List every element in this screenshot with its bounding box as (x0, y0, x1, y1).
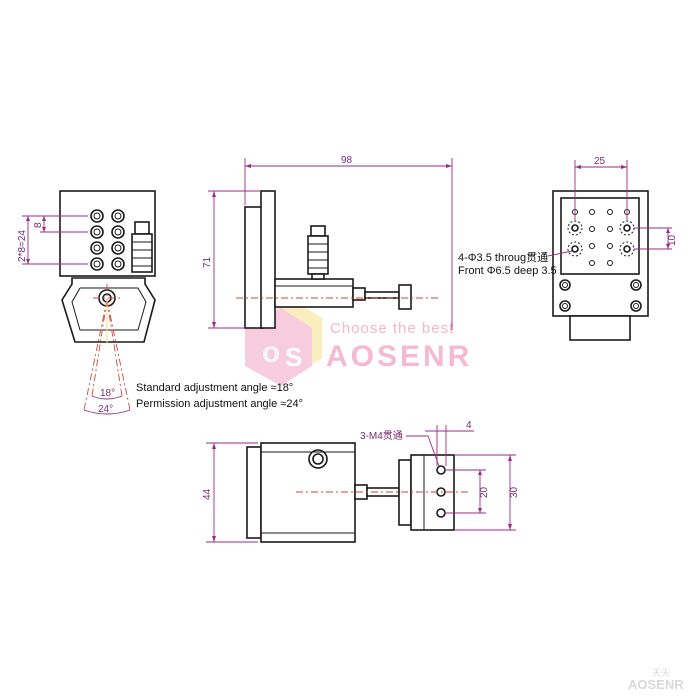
front-pitch-label: 8 (33, 222, 44, 228)
angle-standard-label: 18° (100, 388, 115, 399)
front-span-label: 2*8=24 (17, 230, 28, 262)
svg-text:S: S (285, 342, 302, 372)
hole-note-line1: 4-Φ3.5 throug贯通 (458, 251, 548, 264)
adjustment-angle-rays (83, 299, 131, 415)
side-height-label: 71 (202, 256, 213, 268)
right-mount-holes (559, 279, 642, 312)
permission-angle-note: Permission adjustment angle ≈24° (136, 398, 303, 410)
svg-text:o: o (262, 336, 280, 369)
watermark-brand: AOSENR (326, 340, 472, 373)
front-view: 18° 24° 8 2*8=24 (17, 190, 156, 415)
side-width-label: 98 (341, 155, 353, 166)
bottom-pitch-label: 20 (479, 486, 490, 498)
standard-angle-note: Standard adjustment angle ≈18° (136, 382, 293, 394)
hole-note-line2: Front Φ6.5 deep 3.5 (458, 265, 557, 277)
angle-permission-label: 24° (98, 404, 113, 415)
bottom-offset-label: 4 (466, 420, 472, 431)
corner-watermark-brand: AOSENR (628, 677, 684, 692)
right-pitch-label: 10 (667, 234, 678, 246)
right-view (547, 160, 672, 341)
front-screw (131, 221, 153, 273)
watermark-tagline: Choose the best (330, 320, 454, 337)
tap-note: 3-M4贯通 (360, 430, 403, 442)
bottom-total-label: 30 (509, 486, 520, 498)
right-width-label: 25 (594, 156, 606, 167)
bottom-height-label: 44 (202, 488, 213, 500)
bottom-view (206, 425, 516, 543)
side-view (208, 158, 453, 330)
front-left-dimensions (22, 215, 88, 265)
front-hole-grid (90, 209, 125, 271)
corner-watermark-small: 天天 (652, 668, 670, 678)
